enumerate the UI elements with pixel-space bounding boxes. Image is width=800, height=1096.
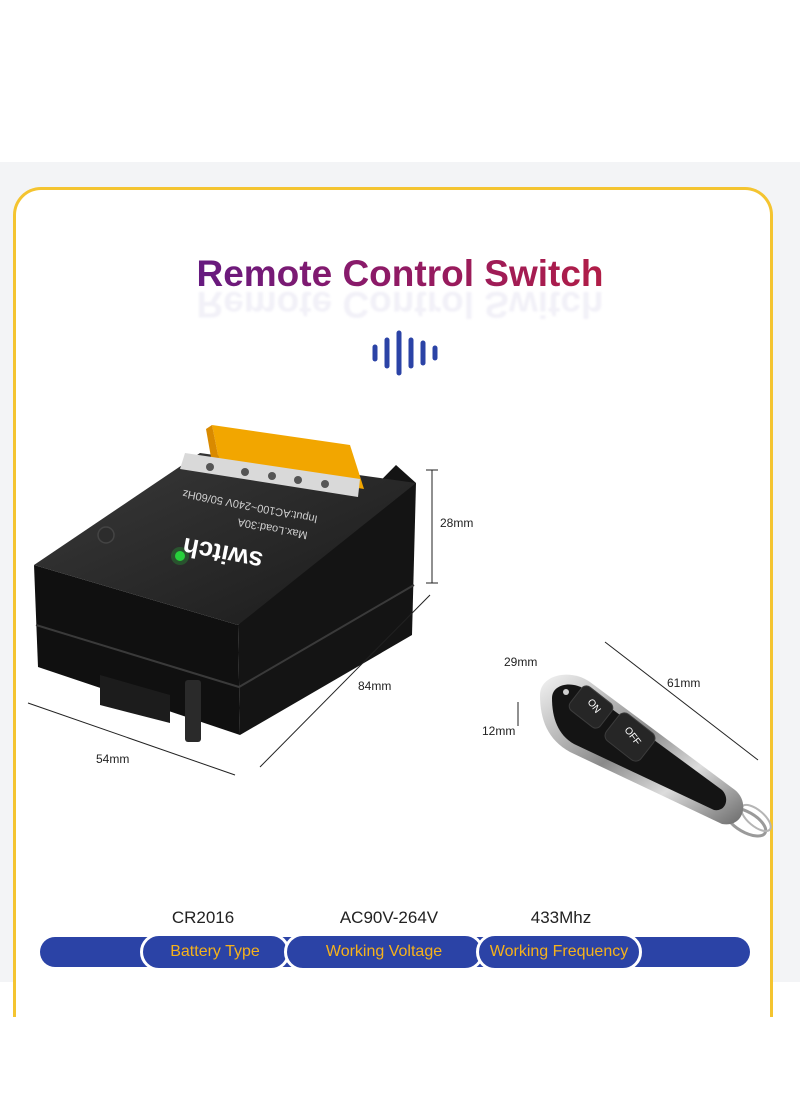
sound-wave-icon — [372, 330, 438, 376]
remote-length-label: 61mm — [667, 676, 701, 690]
page-title: Remote Control Switch — [0, 252, 800, 296]
remote-thickness-label: 12mm — [482, 724, 516, 738]
receiver-height-label: 28mm — [440, 516, 474, 530]
battery-type-label: Battery Type — [140, 933, 290, 971]
receiver-length-label: 84mm — [358, 679, 392, 693]
working-voltage-label: Working Voltage — [284, 933, 484, 971]
remote-width-label: 29mm — [504, 655, 538, 669]
remote-illustration: ON OFF — [517, 641, 772, 838]
receiver-illustration: switch Max.Load:30A Input:AC100~240V 50/… — [27, 425, 438, 776]
working-voltage-value: AC90V-264V — [339, 908, 439, 927]
working-frequency-value: 433Mhz — [530, 908, 592, 927]
title-reflection: Remote Control Switch — [196, 284, 604, 325]
battery-type-value: CR2016 — [171, 908, 235, 927]
receiver-width-label: 54mm — [96, 752, 130, 766]
working-frequency-label: Working Frequency — [476, 933, 642, 971]
